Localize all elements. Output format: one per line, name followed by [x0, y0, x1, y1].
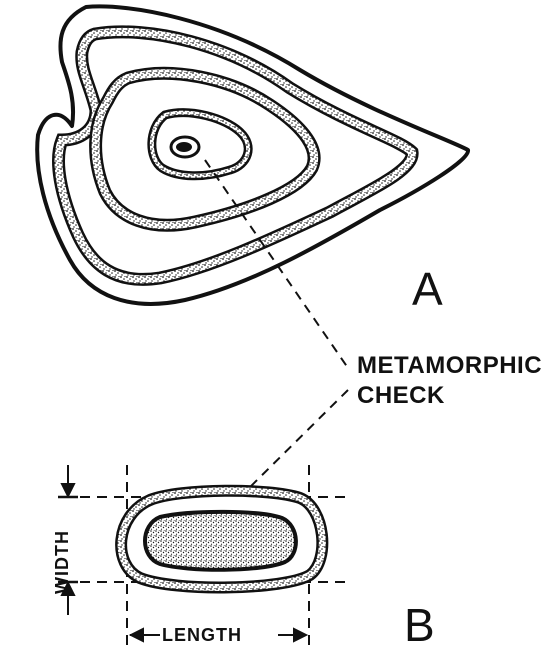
callout-label-line1: METAMORPHIC [357, 352, 542, 380]
length-label: LENGTH [162, 625, 242, 646]
panel-b-label: B [404, 598, 435, 652]
otolith-nucleus [176, 142, 192, 152]
callout-line-to-b [245, 390, 348, 492]
figure-b-section [80, 465, 345, 650]
callout-label-line2: CHECK [357, 382, 445, 410]
section-inner-core [145, 512, 296, 570]
width-label: WIDTH [52, 530, 73, 594]
figure-a-otolith [37, 6, 468, 304]
panel-a-label: A [412, 262, 443, 316]
